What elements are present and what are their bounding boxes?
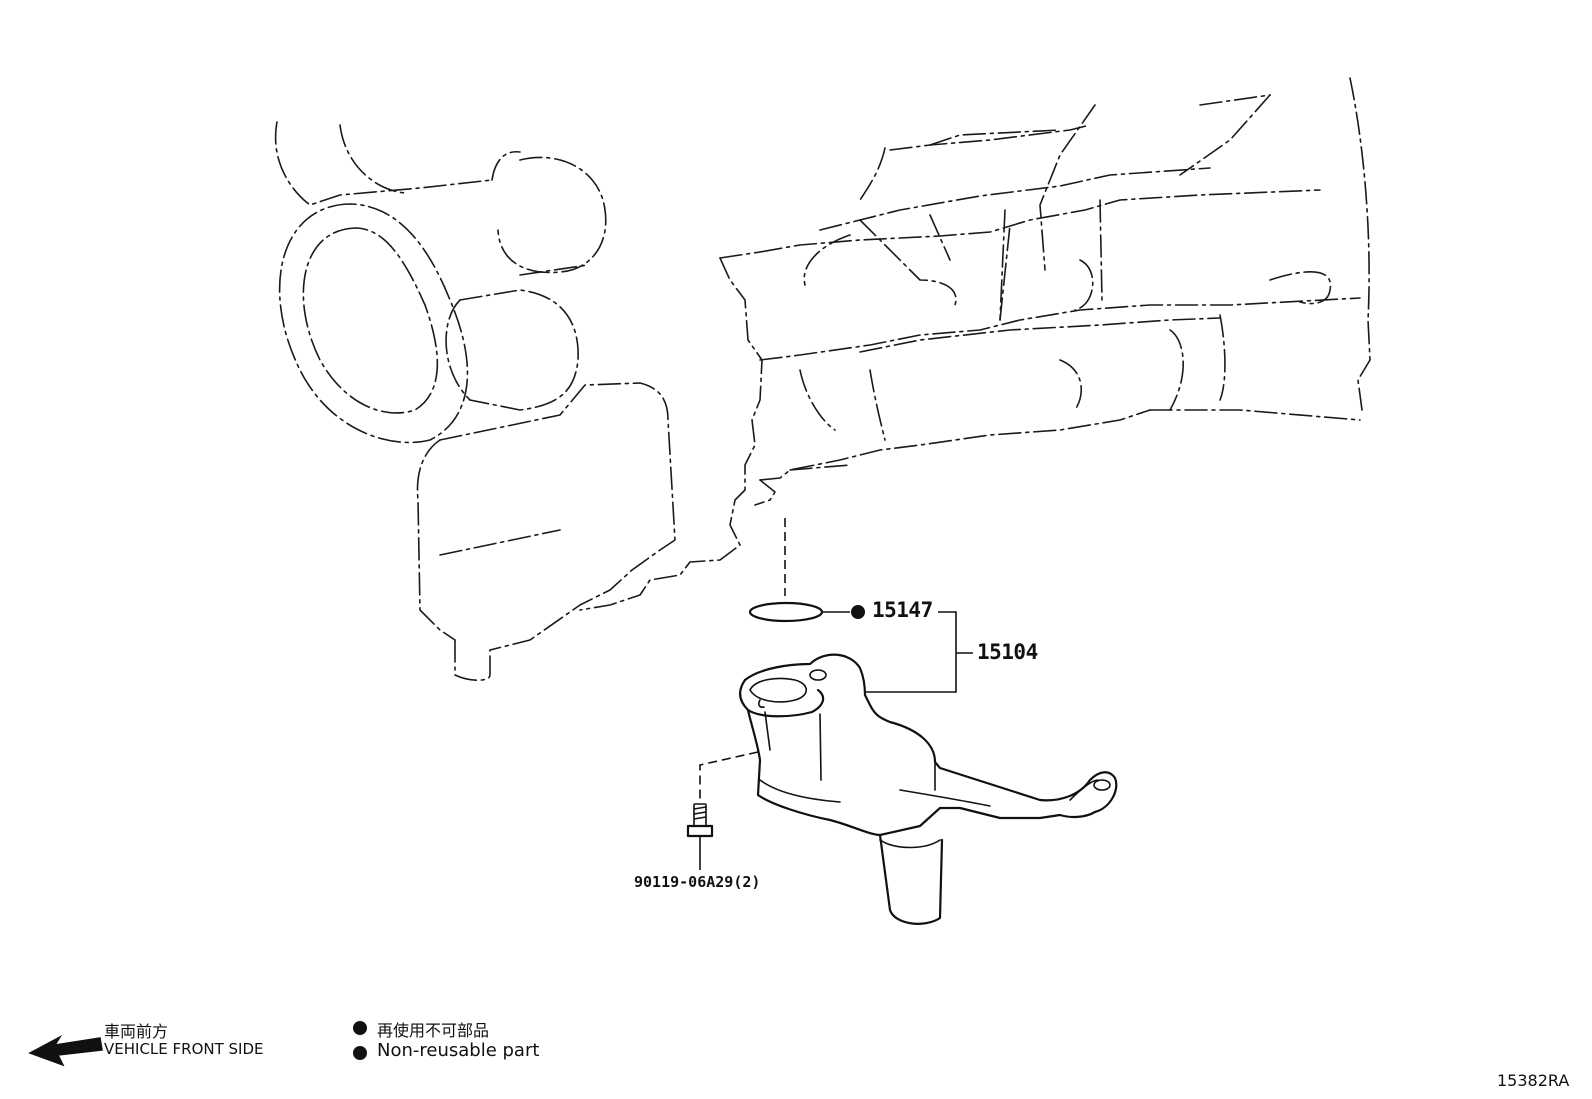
figure-code: 15382RA <box>1497 1071 1570 1090</box>
oil-strainer-part <box>739 653 1118 925</box>
nonreusable-mark-icon <box>851 605 865 619</box>
legend-bullet-icon <box>353 1046 367 1060</box>
callout-bolt: 90119-06A29(2) <box>634 873 761 891</box>
direction-jp-label: 車両前方 <box>104 1022 169 1041</box>
nonreusable-jp-label: 再使用不可部品 <box>377 1021 490 1040</box>
legend-bullet-icon <box>353 1021 367 1035</box>
front-arrow-icon <box>28 1035 103 1067</box>
oring-part <box>748 601 850 623</box>
callout-oring: 15147 <box>872 598 933 622</box>
direction-en-label: VEHICLE FRONT SIDE <box>104 1040 264 1058</box>
engine-block-outline <box>274 77 1371 682</box>
assembly-bracket <box>866 611 973 693</box>
bolt-part <box>686 751 759 870</box>
nonreusable-en-label: Non-reusable part <box>377 1040 540 1061</box>
callout-strainer-assy: 15104 <box>977 640 1038 664</box>
